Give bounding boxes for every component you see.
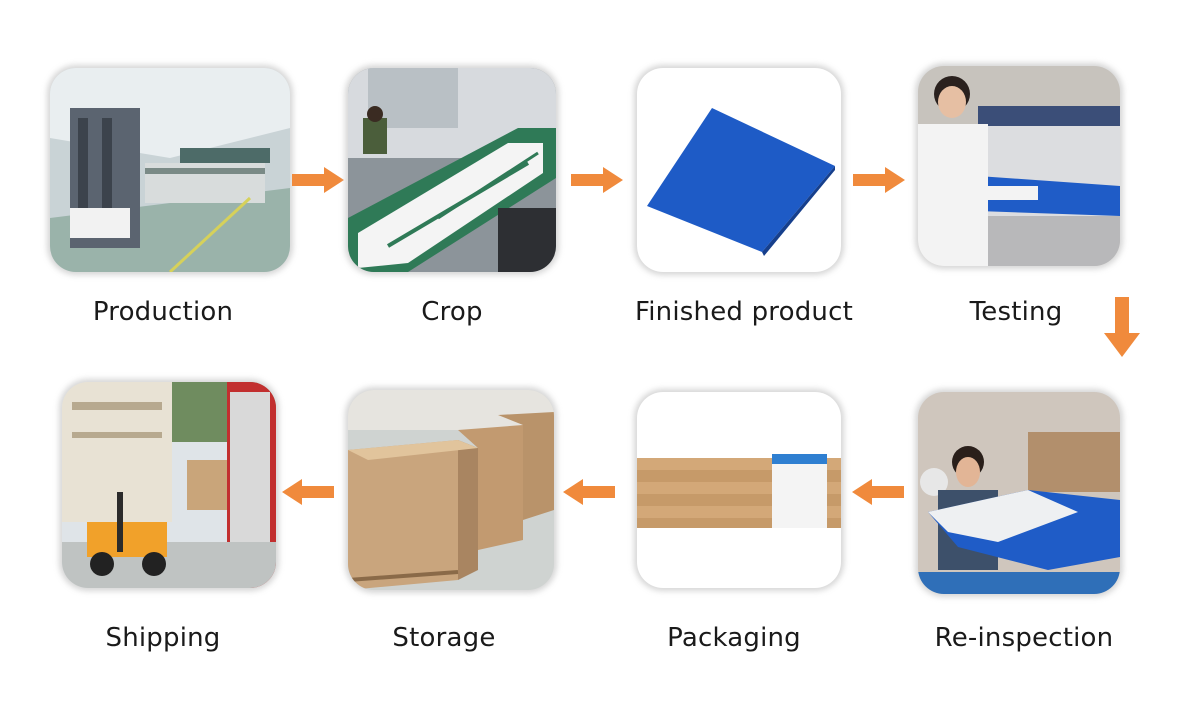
step-label-packaging: Packaging	[667, 623, 801, 653]
testing-photo	[918, 66, 1120, 266]
arrow-right-icon	[853, 167, 905, 193]
crop-photo	[348, 68, 556, 272]
storage-photo	[348, 390, 554, 590]
packaging-photo	[637, 392, 841, 588]
step-label-finished-product: Finished product	[635, 297, 853, 327]
shipping-photo	[62, 382, 276, 588]
step-label-testing: Testing	[969, 297, 1063, 327]
arrow-left-icon	[852, 479, 904, 505]
step-label-shipping: Shipping	[105, 623, 221, 653]
production-photo	[50, 68, 290, 272]
arrow-right-icon	[292, 167, 344, 193]
step-label-production: Production	[92, 297, 234, 327]
arrow-down-icon	[1104, 297, 1140, 357]
finished-product-photo	[637, 68, 841, 272]
arrow-right-icon	[571, 167, 623, 193]
step-label-storage: Storage	[392, 623, 496, 653]
arrow-left-icon	[563, 479, 615, 505]
step-label-re-inspection: Re-inspection	[934, 623, 1114, 653]
arrow-left-icon	[282, 479, 334, 505]
re-inspection-photo	[918, 392, 1120, 594]
step-label-crop: Crop	[421, 297, 483, 327]
